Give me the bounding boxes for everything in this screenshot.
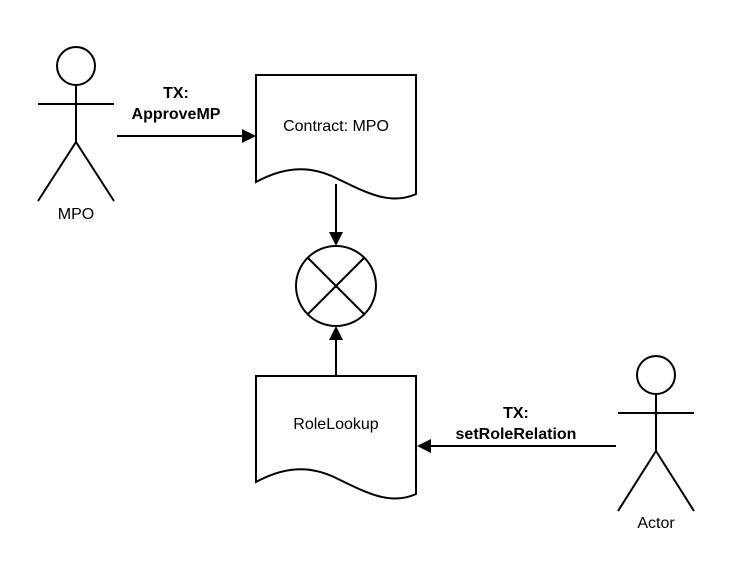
- actor-left-leg: [617, 450, 657, 512]
- mpo-actor-figure: [37, 46, 115, 202]
- tx-setrole-label-line2: setRoleRelation: [456, 426, 577, 443]
- arrowhead-into-contract: [242, 129, 256, 143]
- tx-setrole-label-line1: TX:: [503, 405, 529, 422]
- tx-approve-label-line1: TX:: [163, 85, 189, 102]
- arrowhead-into-junction-top: [329, 232, 343, 246]
- arrow-actor-to-rolelookup: [417, 439, 616, 453]
- arrow-mpo-to-contract: [117, 129, 256, 143]
- arrowhead-into-junction-bottom: [329, 326, 343, 340]
- arrow-contract-to-junction: [329, 184, 343, 246]
- arrowhead-into-rolelookup: [417, 439, 431, 453]
- arrow-rolelookup-to-junction: [329, 326, 343, 376]
- actor-label: Actor: [637, 515, 675, 532]
- junction-x-diagonal-b: [307, 257, 365, 315]
- mpo-actor-head: [56, 46, 96, 86]
- actor-figure: [617, 355, 695, 512]
- actor-right-leg: [655, 450, 695, 512]
- mpo-actor-right-leg: [75, 141, 115, 202]
- contract-document-shape: [255, 74, 417, 200]
- rolelookup-document-label: RoleLookup: [293, 416, 379, 433]
- junction-circle-x: [295, 245, 377, 327]
- mpo-actor-left-leg: [37, 141, 77, 202]
- mpo-actor-label: MPO: [58, 206, 94, 223]
- rolelookup-document-shape: [255, 375, 417, 500]
- actor-head: [636, 355, 676, 395]
- contract-document-label: Contract: MPO: [283, 118, 389, 135]
- tx-approve-label-line2: ApproveMP: [132, 106, 221, 123]
